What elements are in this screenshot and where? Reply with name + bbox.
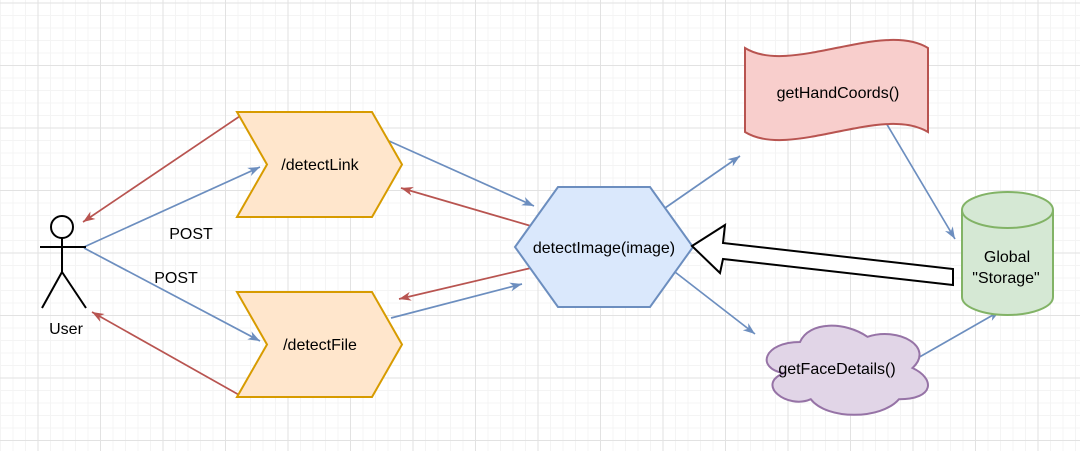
edge-label-post-upper: POST: [169, 226, 213, 243]
detectlink-step-shape[interactable]: [235, 111, 404, 218]
node-user-label: User: [49, 321, 83, 338]
edge-detectimage-to-getfacedetails[interactable]: [674, 271, 756, 335]
edge-getfacedetails-to-storage[interactable]: [908, 310, 1001, 364]
node-detectimage[interactable]: detectImage(image): [513, 186, 695, 308]
node-globalstorage[interactable]: Global "Storage": [961, 191, 1054, 316]
block-arrow-storage-to-detectimage[interactable]: [690, 223, 954, 287]
edge-detectfile-to-user[interactable]: [91, 311, 242, 397]
node-gethandcoords-label: getHandCoords(): [777, 85, 900, 102]
node-detectlink[interactable]: /detectLink: [235, 111, 404, 218]
node-user[interactable]: User: [40, 215, 87, 338]
globalstorage-cylinder-rim: [961, 209, 1054, 229]
node-getfacedetails-label: getFaceDetails(): [778, 361, 895, 378]
node-detectfile[interactable]: /detectFile: [235, 291, 404, 398]
getfacedetails-cloud-shape[interactable]: [765, 324, 929, 416]
node-gethandcoords[interactable]: getHandCoords(): [744, 38, 929, 142]
edge-gethandcoords-to-storage[interactable]: [875, 105, 956, 240]
node-globalstorage-label-line1: Global: [984, 249, 1030, 266]
node-getfacedetails[interactable]: getFaceDetails(): [765, 324, 929, 416]
edge-detectimage-to-detectfile[interactable]: [398, 267, 532, 301]
detectfile-step-shape[interactable]: [235, 291, 404, 398]
edge-user-to-detectfile[interactable]: [83, 247, 261, 342]
globalstorage-cylinder-body[interactable]: [961, 191, 1054, 316]
node-globalstorage-label-line2: "Storage": [972, 270, 1039, 287]
edge-detectlink-to-detectimage[interactable]: [388, 140, 535, 207]
edges-layer: [82, 105, 1001, 397]
node-detectfile-label: /detectFile: [283, 337, 357, 354]
user-actor-body: [40, 238, 87, 309]
edge-detectlink-to-user[interactable]: [82, 111, 247, 223]
edge-detectimage-to-detectlink[interactable]: [400, 187, 532, 227]
edge-detectimage-to-gethandcoords[interactable]: [664, 155, 741, 209]
edge-user-to-detectlink[interactable]: [83, 166, 261, 248]
user-actor-head: [50, 215, 74, 239]
node-detectlink-label: /detectLink: [281, 157, 359, 174]
edge-label-post-lower: POST: [154, 270, 198, 287]
node-detectimage-label: detectImage(image): [533, 240, 675, 257]
edge-detectfile-to-detectimage[interactable]: [390, 282, 523, 319]
gethandcoords-tape-shape[interactable]: [744, 38, 929, 142]
